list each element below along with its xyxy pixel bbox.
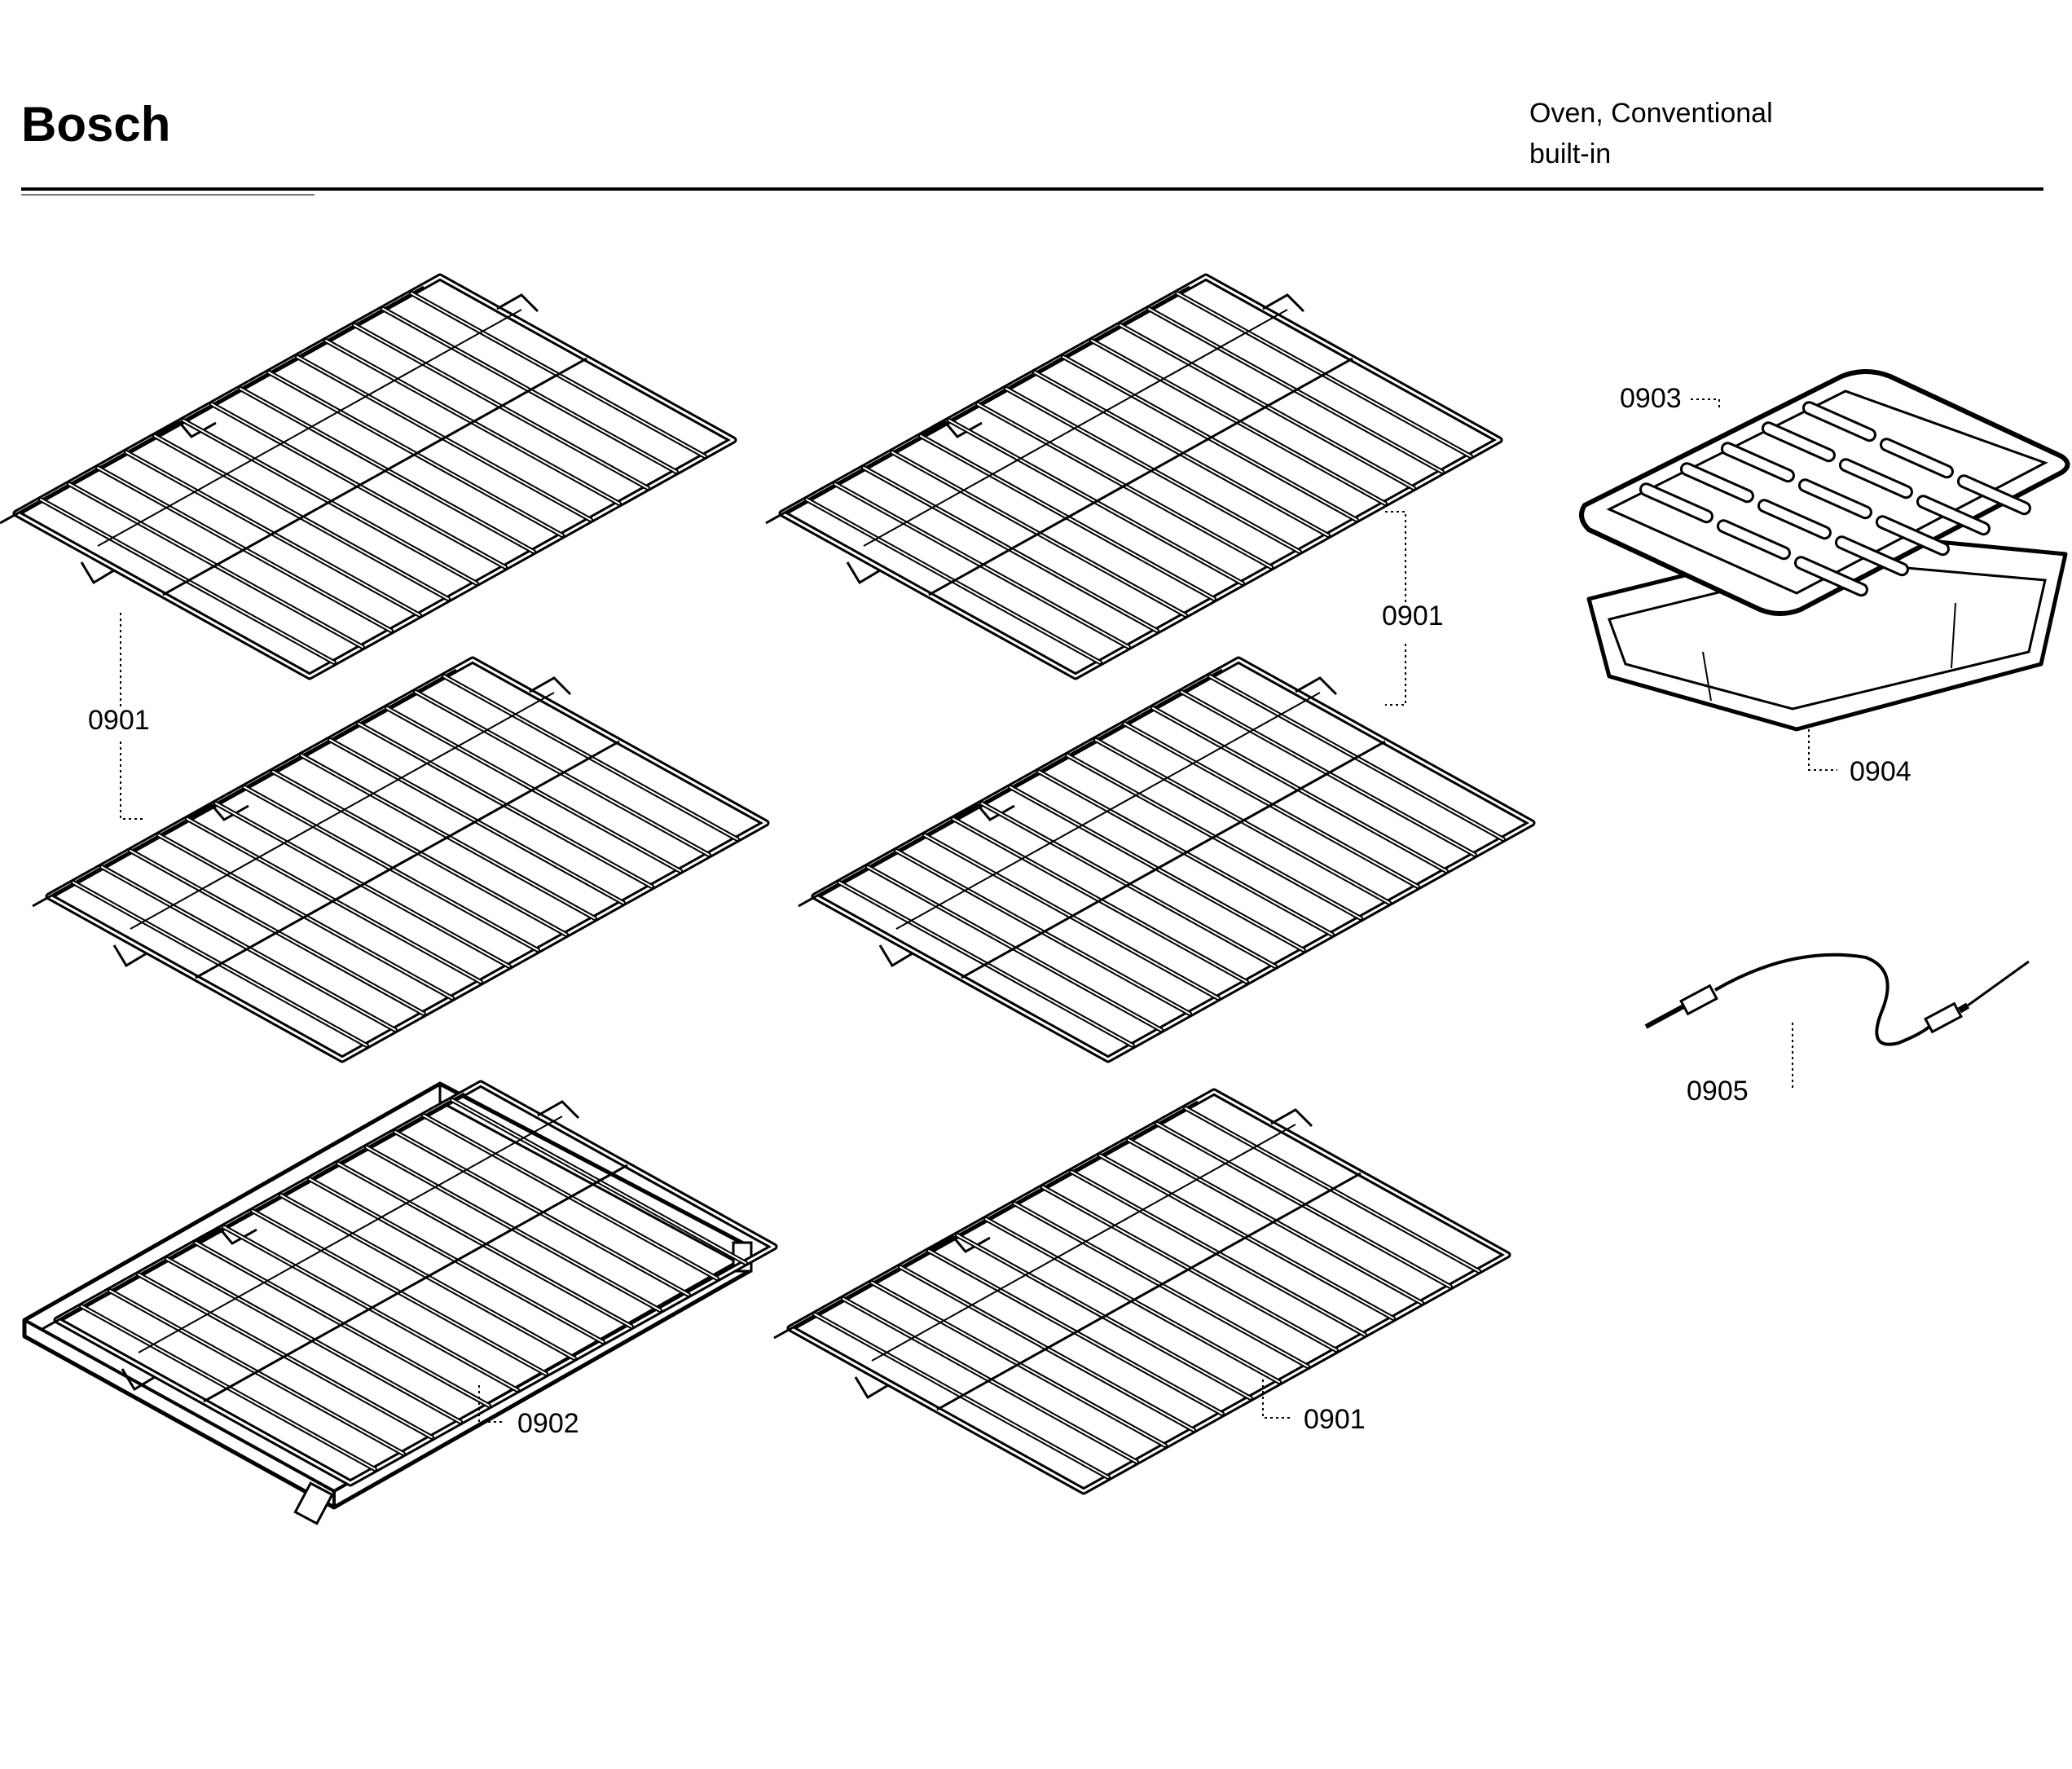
- product-subtype: built-in: [1529, 139, 1612, 169]
- header-subrule: [21, 194, 315, 196]
- callout-0903: 0903: [1620, 383, 1682, 414]
- callout-0901-left: 0901: [88, 705, 150, 736]
- callout-0901-right: 0901: [1382, 601, 1444, 631]
- oven-rack-1: [0, 277, 733, 676]
- telescopic-rack: [22, 1084, 774, 1525]
- callout-0902: 0902: [517, 1408, 579, 1439]
- oven-rack-4: [798, 660, 1532, 1059]
- broil-grid: [1579, 369, 2070, 616]
- callout-0904: 0904: [1850, 756, 1911, 787]
- leader-lines: [120, 398, 1837, 1423]
- callout-0905: 0905: [1687, 1076, 1749, 1107]
- header-divider: [21, 187, 2043, 191]
- oven-rack-5: [774, 1092, 1507, 1491]
- callout-0901-bottom: 0901: [1304, 1404, 1366, 1435]
- brand-logo-text: Bosch: [21, 97, 171, 152]
- product-type: Oven, Conventional: [1529, 98, 1773, 129]
- meat-probe: [1644, 953, 2030, 1046]
